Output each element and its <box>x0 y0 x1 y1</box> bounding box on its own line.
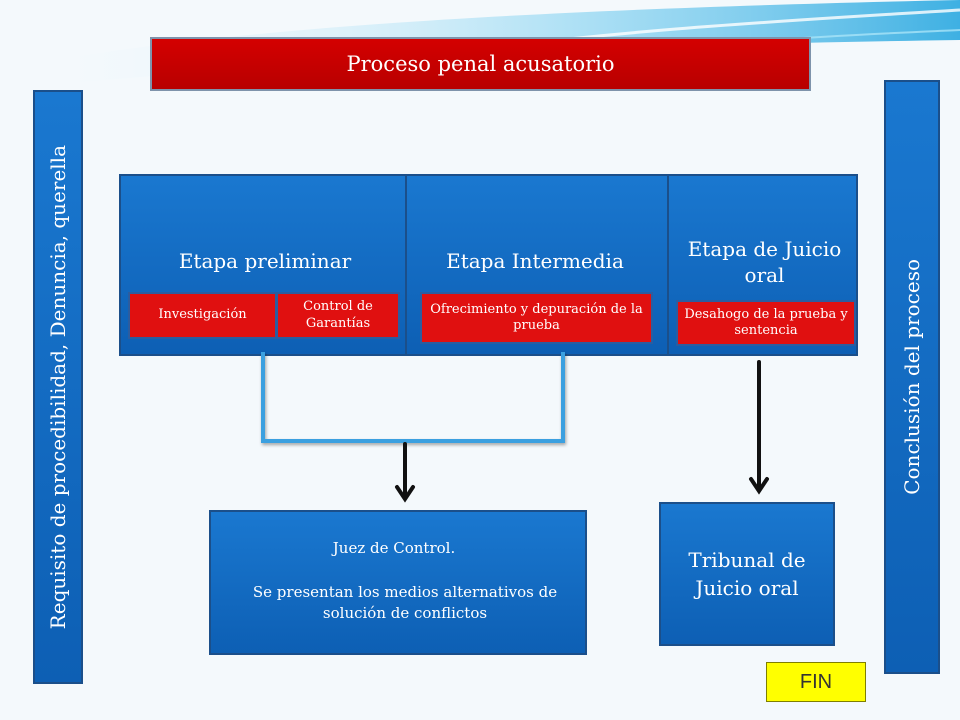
ofrecimiento-box: Ofrecimiento y depuración de la prueba <box>420 292 653 344</box>
requisito-bar: Requisito de procedibilidad, Denuncia, q… <box>33 90 83 684</box>
juez-control-description: Se presentan los medios alternativos de … <box>252 583 558 622</box>
conclusion-bar-text: Conclusión del proceso <box>900 259 924 495</box>
juez-control-box: Juez de Control. Se presentan los medios… <box>209 510 587 655</box>
requisito-bar-text: Requisito de procedibilidad, Denuncia, q… <box>46 144 70 630</box>
control-garantias-box: Control de Garantías <box>276 292 400 339</box>
desahogo-box: Desahogo de la prueba y sentencia <box>676 300 856 346</box>
juez-control-title: Juez de Control. <box>332 539 456 557</box>
fin-button[interactable]: FIN <box>766 662 866 702</box>
tribunal-box: Tribunal de Juicio oral <box>659 502 835 646</box>
investigacion-box: Investigación <box>128 292 277 339</box>
arrow-to-tribunal-head <box>749 477 769 495</box>
stage-intermedia-label: Etapa Intermedia <box>446 249 624 273</box>
stage-preliminar-label: Etapa preliminar <box>178 249 352 273</box>
tribunal-label: Tribunal de Juicio oral <box>688 548 806 600</box>
conclusion-bar: Conclusión del proceso <box>884 80 940 674</box>
page-title: Proceso penal acusatorio <box>150 37 811 91</box>
bracket-connector <box>261 352 565 443</box>
stage-juicio-oral-label: Etapa de Juicio oral <box>687 237 842 287</box>
arrow-to-juez-head <box>395 485 415 503</box>
